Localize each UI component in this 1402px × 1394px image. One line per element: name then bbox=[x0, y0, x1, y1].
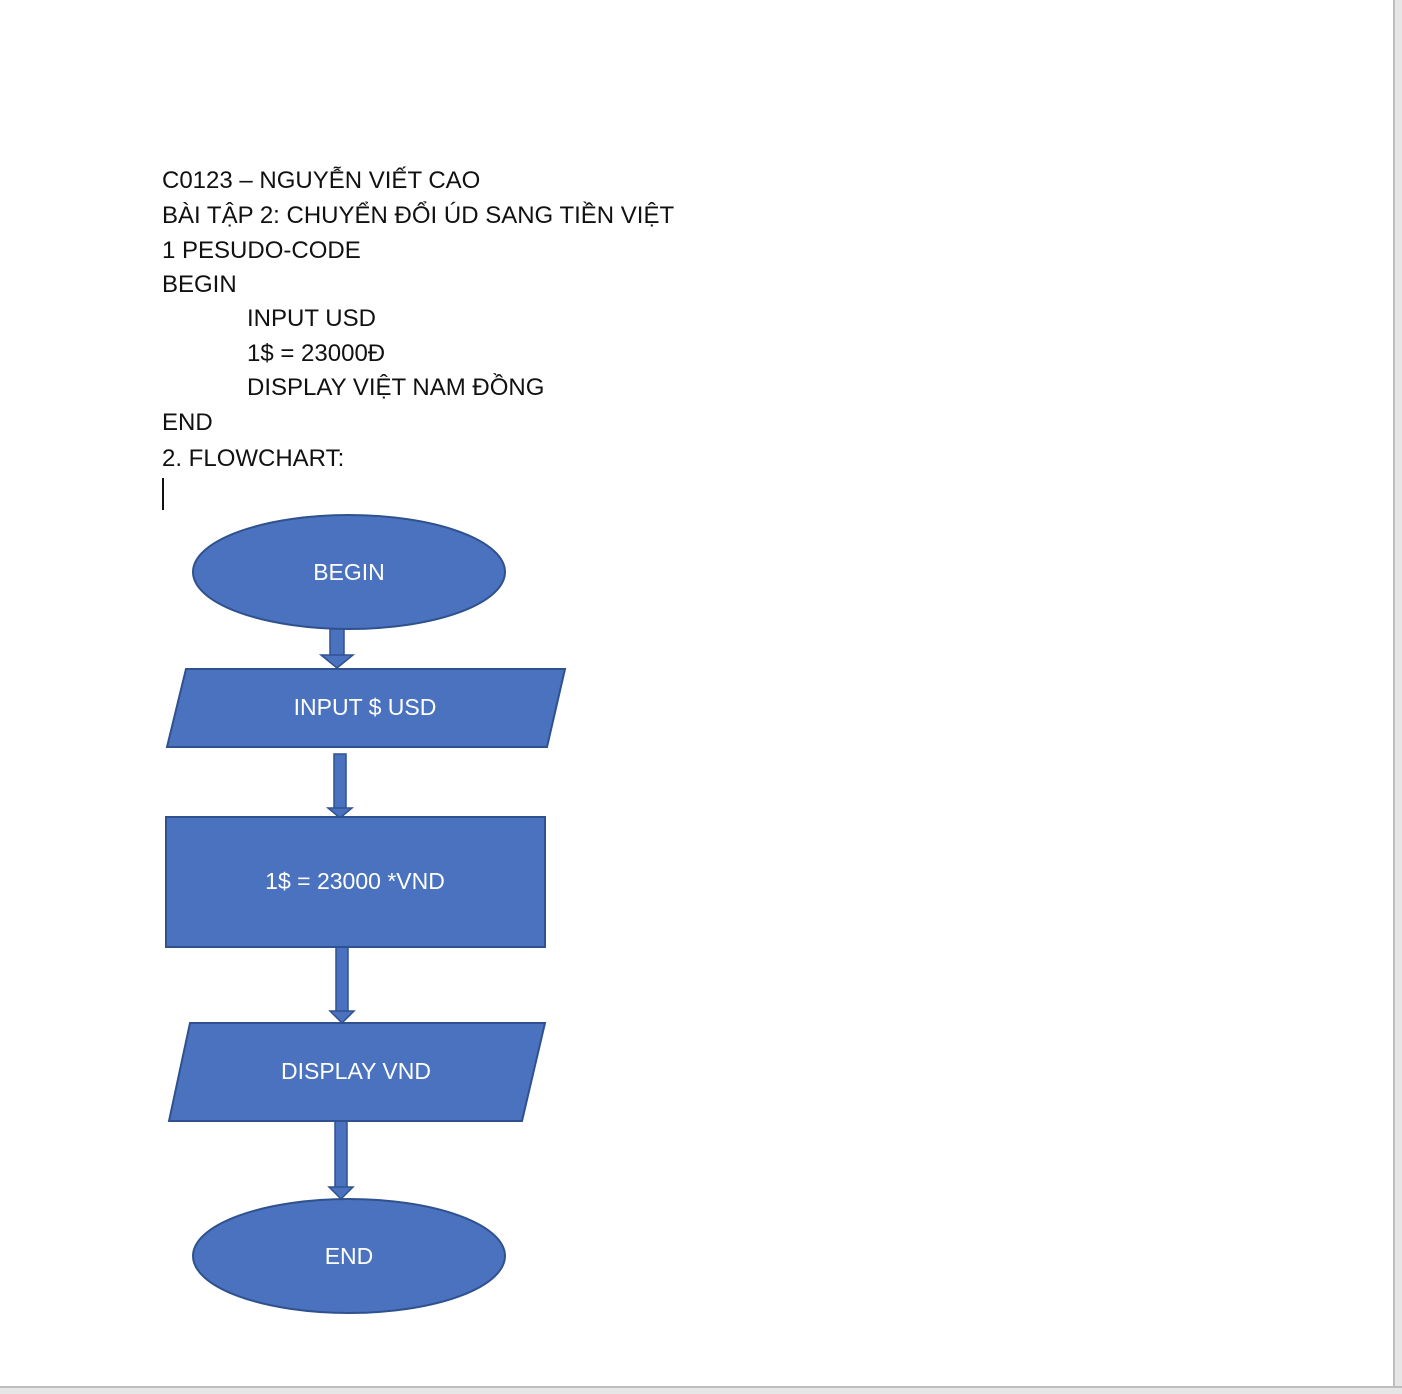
end-oval bbox=[192, 1198, 506, 1314]
process-rectangle bbox=[165, 816, 546, 948]
flow-node-process: 1$ = 23000 *VND bbox=[165, 816, 546, 948]
input-parallelogram bbox=[165, 668, 567, 748]
text-cursor bbox=[162, 478, 164, 510]
flow-arrow-3 bbox=[328, 946, 356, 1025]
flow-node-display: DISPLAY VND bbox=[167, 1022, 547, 1122]
doc-line-exercise-title: BÀI TẬP 2: CHUYỂN ĐỔI ÚD SANG TIỀN VIỆT bbox=[162, 202, 675, 229]
doc-line-student-id: C0123 – NGUYỄN VIẾT CAO bbox=[162, 167, 481, 194]
begin-label: BEGIN bbox=[313, 559, 385, 585]
doc-line-display: DISPLAY VIỆT NAM ĐỒNG bbox=[247, 374, 545, 401]
doc-line-rate: 1$ = 23000Đ bbox=[247, 340, 386, 367]
begin-oval bbox=[192, 514, 506, 630]
doc-line-end: END bbox=[162, 409, 213, 436]
flow-arrow-4 bbox=[327, 1120, 355, 1201]
doc-line-begin: BEGIN bbox=[162, 271, 237, 298]
right-window-edge bbox=[1393, 0, 1402, 1394]
flow-node-input: INPUT $ USD bbox=[165, 668, 567, 748]
doc-line-flowchart-heading: 2. FLOWCHART: bbox=[162, 445, 345, 472]
input-label: INPUT $ USD bbox=[294, 694, 437, 720]
flow-node-begin: BEGIN bbox=[192, 514, 506, 630]
process-label: 1$ = 23000 *VND bbox=[265, 868, 445, 894]
display-label: DISPLAY VND bbox=[281, 1058, 431, 1084]
bottom-window-edge bbox=[0, 1386, 1402, 1394]
flow-node-end: END bbox=[192, 1198, 506, 1314]
doc-line-input-usd: INPUT USD bbox=[247, 305, 376, 332]
doc-line-pseudocode-heading: 1 PESUDO-CODE bbox=[162, 237, 361, 264]
end-label: END bbox=[325, 1243, 374, 1269]
flow-arrow-2 bbox=[325, 753, 355, 819]
display-parallelogram bbox=[167, 1022, 547, 1122]
